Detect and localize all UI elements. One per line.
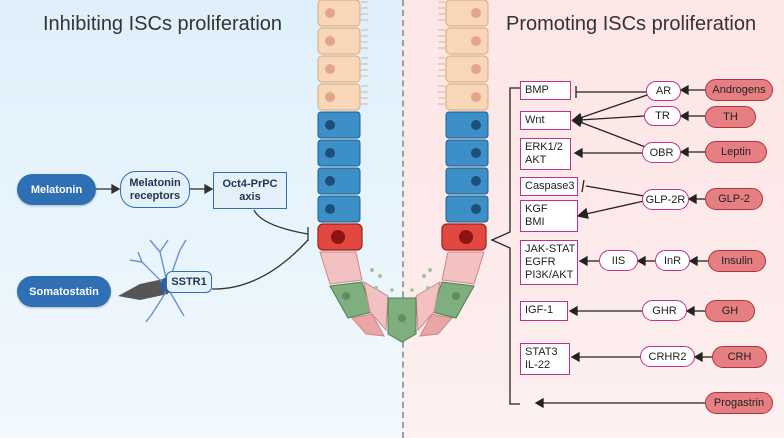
androgens-hormone: Androgens bbox=[705, 79, 773, 101]
gh-hormone: GH bbox=[705, 300, 755, 322]
promoting-heading: Promoting ISCs proliferation bbox=[506, 13, 757, 35]
insulin-hormone: Insulin bbox=[708, 250, 766, 272]
igf1-box: IGF-1 bbox=[520, 301, 568, 321]
bmp-box: BMP bbox=[520, 81, 571, 100]
bmi-line: BMI bbox=[525, 216, 545, 228]
kgf-line: KGF bbox=[525, 203, 548, 215]
caspase3-box: Caspase3 bbox=[520, 177, 578, 196]
left-arrows bbox=[96, 183, 309, 290]
oct4-prpc-line2: axis bbox=[239, 190, 261, 203]
egfr-line: EGFR bbox=[525, 256, 556, 268]
progastrin-hormone: Progastrin bbox=[705, 392, 773, 414]
glp2-hormone: GLP-2 bbox=[705, 188, 763, 210]
glp2r-receptor: GLP-2R bbox=[642, 189, 689, 210]
crypt-base-cells bbox=[319, 251, 485, 343]
il22-line: IL-22 bbox=[525, 359, 551, 371]
wnt-box: Wnt bbox=[520, 111, 571, 130]
right-arrows bbox=[534, 84, 712, 409]
oct4-prpc-line1: Oct4-PrPC bbox=[222, 177, 278, 190]
melatonin-receptors-line1: Melatonin bbox=[129, 176, 181, 189]
inhibiting-heading: Inhibiting ISCs proliferation bbox=[43, 13, 283, 35]
pi3k-akt-line: PI3K/AKT bbox=[525, 269, 574, 281]
leptin-hormone: Leptin bbox=[705, 141, 767, 163]
inr-receptor: InR bbox=[655, 250, 690, 271]
stat3-line: STAT3 bbox=[525, 346, 558, 358]
targets-bracket bbox=[490, 87, 520, 405]
iis-node: IIS bbox=[599, 250, 638, 271]
akt-line: AKT bbox=[525, 154, 547, 166]
crypt-left-wall bbox=[317, 0, 368, 251]
ar-receptor: AR bbox=[646, 81, 681, 101]
sstr1-node: SSTR1 bbox=[166, 271, 212, 293]
obr-receptor: OBR bbox=[642, 142, 681, 163]
panel-divider bbox=[402, 0, 404, 438]
melatonin-receptors-line2: receptors bbox=[129, 189, 181, 202]
crh-hormone: CRH bbox=[712, 346, 767, 368]
th-hormone: TH bbox=[705, 106, 756, 128]
somatostatin-node: Somatostatin bbox=[17, 276, 111, 307]
melatonin-node: Melatonin bbox=[17, 174, 96, 205]
erk-line: ERK1/2 bbox=[525, 141, 563, 153]
crypt-right-wall bbox=[438, 0, 489, 251]
ghr-receptor: GHR bbox=[642, 300, 687, 321]
crhr2-receptor: CRHR2 bbox=[640, 346, 695, 367]
jak-stat-line: JAK-STAT bbox=[525, 243, 576, 255]
tr-receptor: TR bbox=[644, 106, 681, 126]
